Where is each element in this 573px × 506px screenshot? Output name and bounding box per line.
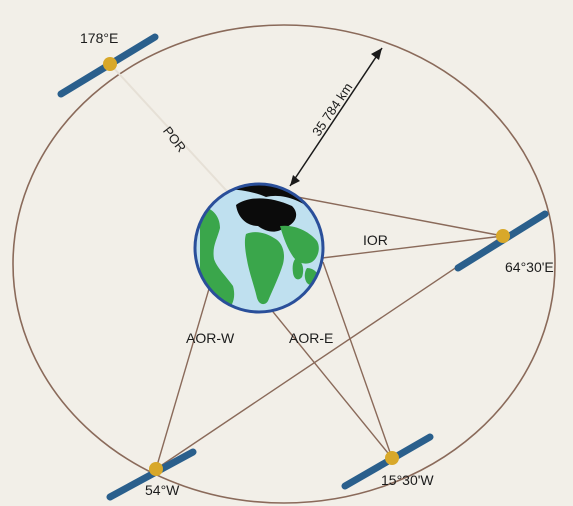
geostationary-orbit	[12, 24, 556, 504]
satellite-178e	[57, 33, 159, 98]
distance-arrow	[289, 47, 383, 187]
aor-w-label: AOR-W	[186, 330, 235, 346]
satellite-54w-label: 54°W	[145, 482, 180, 498]
satellite-64e	[454, 210, 549, 272]
link-64e-54w	[155, 235, 504, 470]
satellite-64e-label: 64°30'E	[505, 259, 554, 275]
ior-label: IOR	[363, 232, 388, 248]
satellite-15w	[341, 433, 434, 490]
satellite-54w	[106, 448, 197, 501]
satellite-15w-label: 15°30'W	[381, 472, 434, 488]
satellite-178e-label: 178°E	[80, 30, 118, 46]
por-label: POR	[160, 124, 189, 155]
distance-label: 35 784 km	[309, 80, 355, 139]
aor-e-label: AOR-E	[289, 330, 333, 346]
ior-links	[291, 195, 504, 259]
